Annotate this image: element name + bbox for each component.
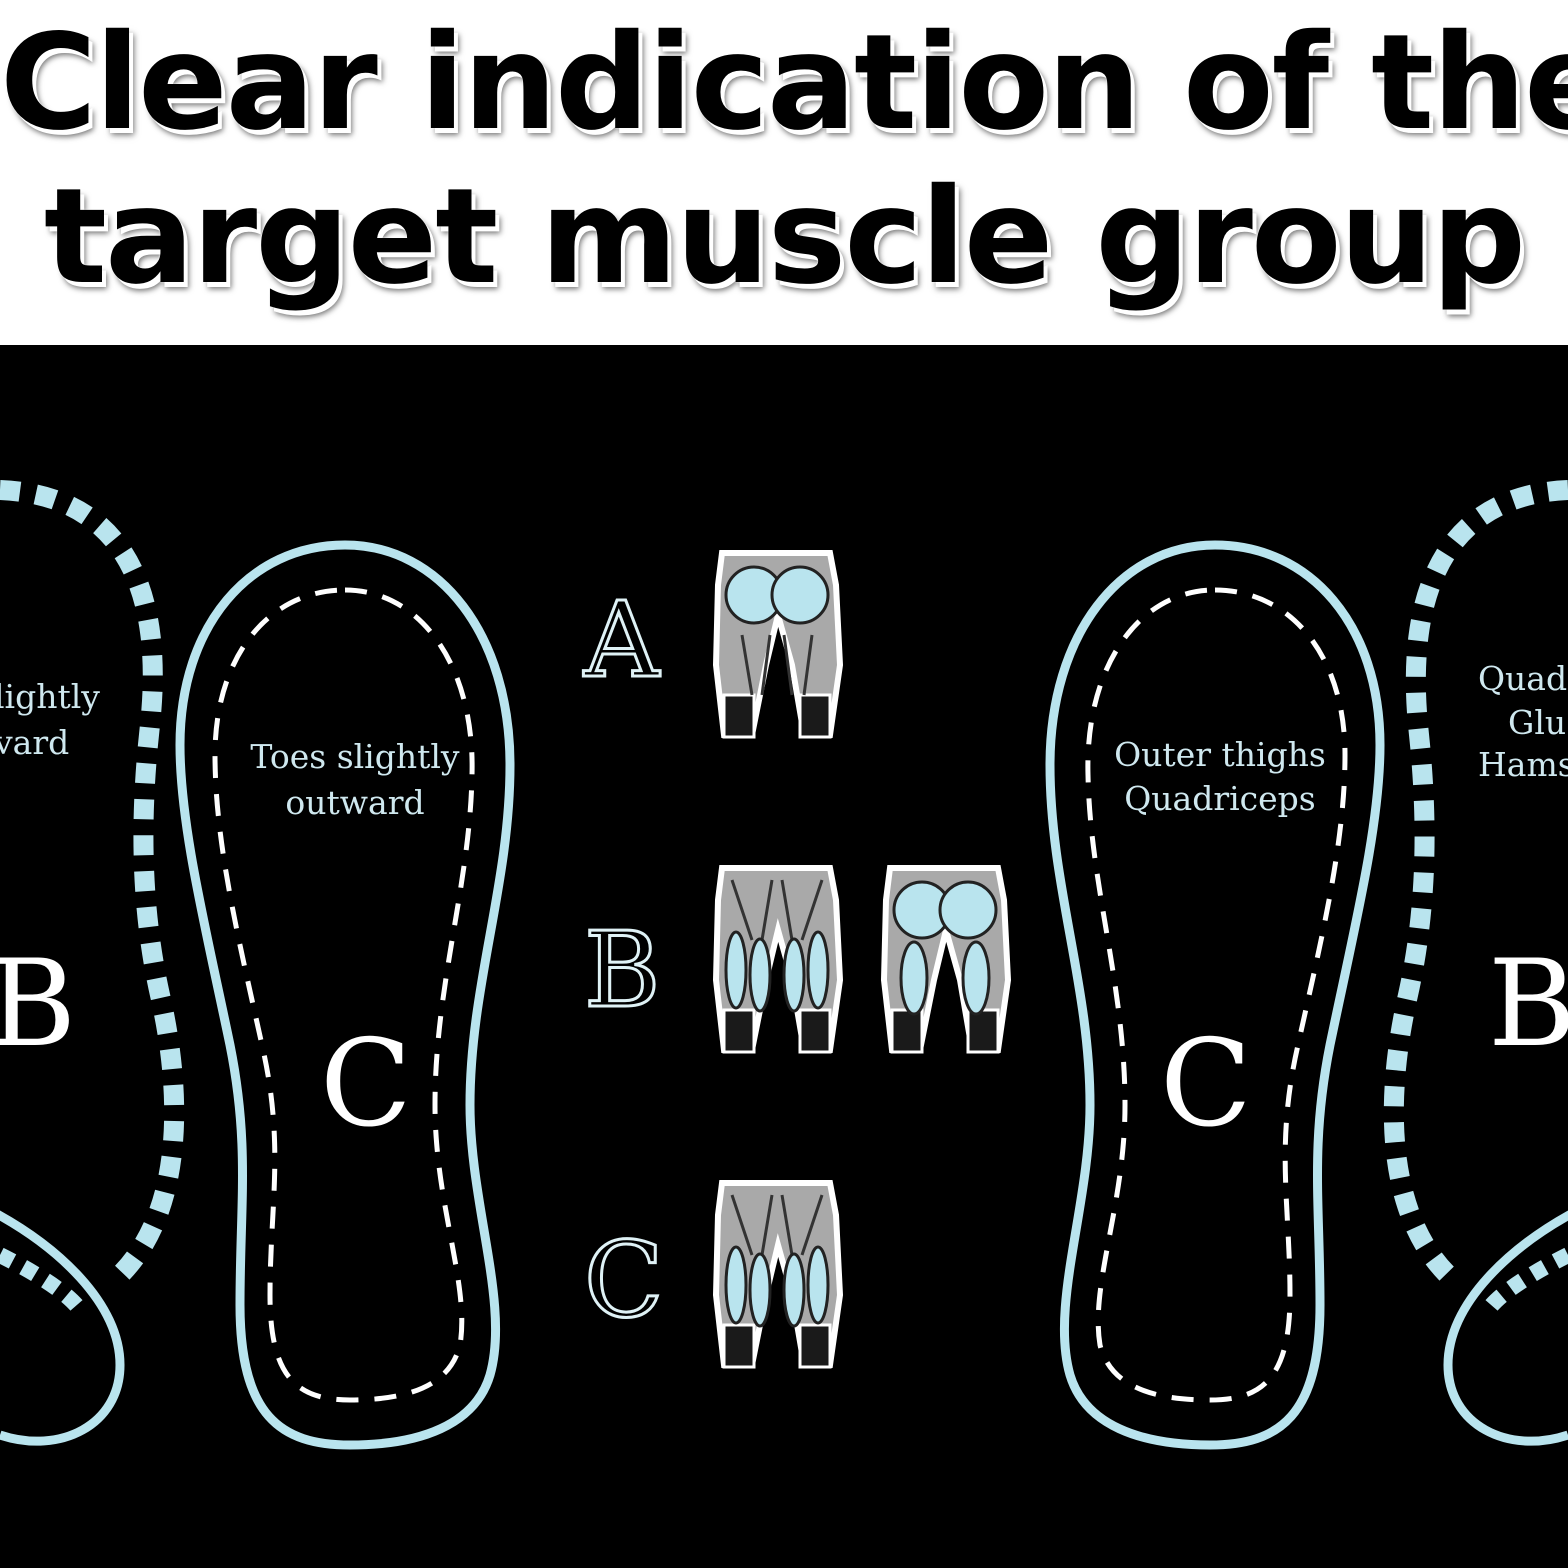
left-footprint-line-1: Toes slightly	[250, 737, 460, 776]
legend-letter-a: A	[582, 579, 660, 701]
right-footprint-line-2: Quadriceps	[1124, 779, 1316, 818]
glutes-highlight-icon	[716, 553, 840, 737]
header-banner: Clear indication of the target muscle gr…	[0, 0, 1568, 345]
right-partial-line-2: Glu	[1508, 703, 1567, 742]
footprint-right-partial	[1383, 480, 1568, 1446]
legend-letter-c: C	[583, 1219, 666, 1341]
headline-line-1: Clear indication of the	[0, 6, 1568, 160]
inner-thigh-highlight-icon	[716, 868, 840, 1052]
left-partial-line-2: vard	[0, 723, 70, 762]
right-footprint-line-1: Outer thighs	[1114, 735, 1326, 774]
right-partial-line-1: Quad	[1478, 659, 1568, 698]
left-footprint-line-2: outward	[285, 783, 425, 822]
glutes-hamstrings-highlight-icon	[884, 868, 1008, 1052]
quadriceps-highlight-icon	[716, 1183, 840, 1367]
headline-line-2: target muscle group	[43, 160, 1526, 314]
left-partial-line-1: lightly	[0, 677, 100, 716]
left-partial-zone-label: B	[0, 935, 77, 1074]
right-partial-line-3: Hams	[1478, 745, 1568, 784]
right-partial-zone-label: B	[1488, 935, 1568, 1074]
footprint-left-partial	[0, 480, 185, 1446]
legend-letter-b: B	[582, 909, 661, 1031]
footprint-right	[1045, 540, 1385, 1450]
footprint-left	[175, 540, 515, 1450]
left-footprint-zone-label: C	[320, 1015, 412, 1154]
exercise-mat: lightly vard B Toes slightly outward C O…	[0, 345, 1568, 1568]
right-footprint-zone-label: C	[1160, 1015, 1252, 1154]
mat-graphics	[0, 480, 1568, 1450]
